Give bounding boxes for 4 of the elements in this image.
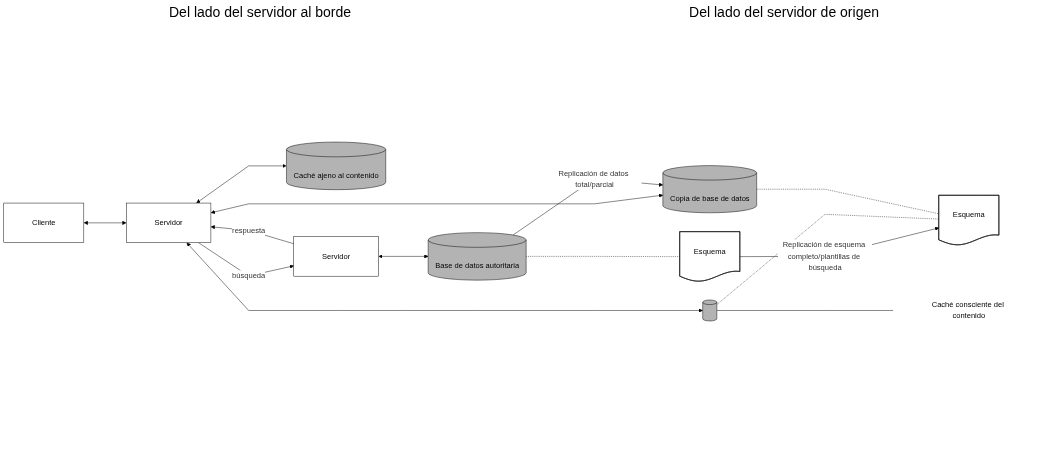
zone-heading: Del lado del servidor al borde	[169, 4, 352, 20]
zone-heading: Del lado del servidor de origen	[689, 4, 879, 20]
connector	[525, 256, 681, 257]
node-cylinder	[702, 299, 718, 322]
